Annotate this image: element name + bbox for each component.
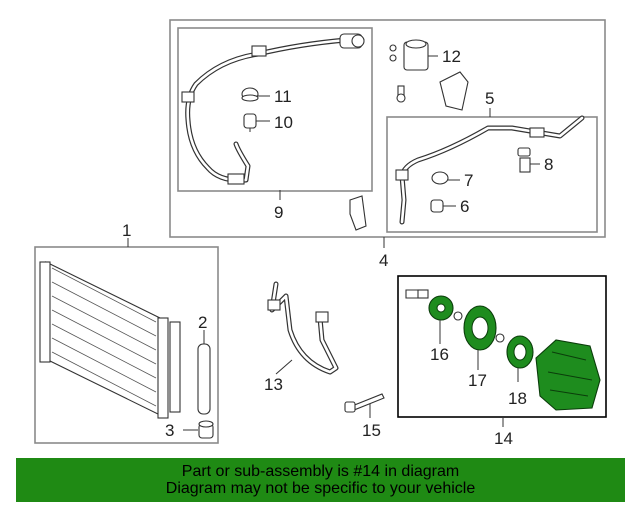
compressor-bolt[interactable] [405, 289, 429, 299]
o-ring-11[interactable] [241, 87, 259, 102]
cap-3[interactable] [198, 420, 214, 439]
bracket-lower[interactable] [349, 195, 367, 231]
callout-17: 17 [468, 371, 487, 390]
group-frame-5 [386, 116, 598, 233]
banner-line-2: Diagram may not be specific to your vehi… [165, 480, 476, 497]
callout-3: 3 [165, 421, 174, 440]
group-frame-9 [177, 27, 373, 192]
callout-14: 14 [494, 429, 513, 448]
discharge-hose-9[interactable] [181, 33, 365, 185]
group-frame-14[interactable] [397, 275, 607, 418]
pressure-switch-12[interactable] [389, 39, 429, 71]
callout-16: 16 [430, 345, 449, 364]
callout-18: 18 [508, 389, 527, 408]
pressure-plate-16[interactable] [428, 295, 463, 321]
valve-6[interactable] [430, 199, 444, 213]
callout-12: 12 [442, 47, 461, 66]
callout-15: 15 [362, 421, 381, 440]
suction-hose-13[interactable] [267, 281, 339, 375]
bracket-upper[interactable] [439, 71, 469, 111]
o-ring-7[interactable] [431, 171, 449, 185]
bolt-15[interactable] [344, 393, 385, 413]
condenser-1[interactable] [39, 261, 181, 419]
pulley-17[interactable] [463, 305, 505, 351]
callout-4: 4 [379, 251, 388, 270]
callout-6: 6 [460, 197, 469, 216]
callout-5: 5 [485, 89, 494, 108]
valve-8[interactable] [517, 147, 531, 173]
banner-line-1: Part or sub-assembly is #14 in diagram [181, 463, 460, 480]
group-frame-1 [34, 246, 219, 444]
suction-pipe-5[interactable] [395, 115, 585, 225]
leader-lines [127, 55, 540, 431]
callout-9: 9 [274, 203, 283, 222]
callout-1: 1 [122, 221, 131, 240]
receiver-drier-2[interactable] [197, 343, 211, 415]
callout-10: 10 [274, 113, 293, 132]
callout-8: 8 [544, 155, 553, 174]
field-coil-18[interactable] [506, 335, 534, 369]
group-frame-4 [169, 19, 606, 238]
callout-11: 11 [274, 87, 292, 106]
callout-2: 2 [198, 313, 207, 332]
callout-7: 7 [464, 171, 473, 190]
bolt-small[interactable] [396, 85, 406, 103]
callout-13: 13 [264, 375, 283, 394]
info-banner: Part or sub-assembly is #14 in diagram D… [16, 458, 625, 502]
valve-10[interactable] [243, 113, 257, 132]
compressor-body[interactable] [535, 339, 601, 411]
